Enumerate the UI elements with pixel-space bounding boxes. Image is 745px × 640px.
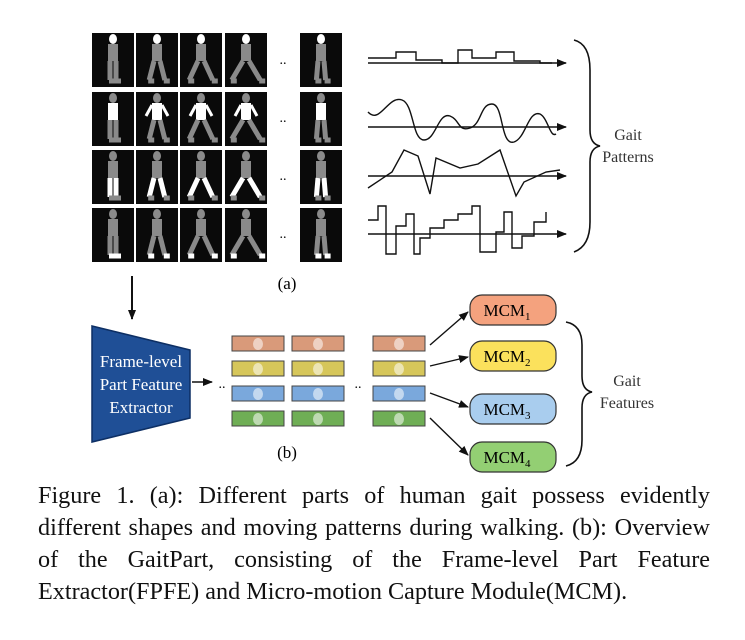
silhouette-frame xyxy=(92,208,134,262)
silhouette-frame xyxy=(136,208,178,262)
pattern-signal-1 xyxy=(368,49,552,64)
mcm-box-4 xyxy=(469,441,557,473)
mcm-subscript-4: 4 xyxy=(525,458,531,470)
silhouette-frame xyxy=(180,208,222,262)
mcm-module-2: MCM2 xyxy=(469,340,557,372)
mcm-label-1: MCM xyxy=(483,301,525,320)
silhouette-frame xyxy=(180,92,222,146)
silhouette-frame xyxy=(225,150,267,204)
part-feature-silhouette xyxy=(253,338,263,350)
part-feature-strips xyxy=(231,335,426,427)
gait-pattern-signals xyxy=(367,49,567,255)
fpfe-line-3: Extractor xyxy=(109,398,173,417)
panel-a-label: (a) xyxy=(278,274,297,293)
part-feature-silhouette xyxy=(394,413,404,425)
svg-text:MCM2: MCM2 xyxy=(483,347,530,369)
pattern-signal-3 xyxy=(367,148,561,198)
mcm-label-4: MCM xyxy=(483,448,525,467)
silhouette-frame xyxy=(300,33,342,87)
part-feature-silhouette xyxy=(394,363,404,375)
svg-text:MCM4: MCM4 xyxy=(483,448,531,470)
part-feature-silhouette xyxy=(253,388,263,400)
silhouette-frame xyxy=(136,33,178,87)
svg-text:MCM3: MCM3 xyxy=(483,400,531,422)
grid-ellipsis-row-3: .. xyxy=(280,169,287,184)
silhouette-frame xyxy=(300,150,342,204)
mcm-box-1 xyxy=(469,294,557,326)
part-feature-silhouette xyxy=(313,413,323,425)
mcm-subscript-3: 3 xyxy=(525,410,531,422)
grid-ellipsis-row-4: .. xyxy=(280,227,287,242)
mcm-label-2: MCM xyxy=(483,347,525,366)
features-label-line2: Features xyxy=(600,395,654,412)
feature-ellipsis-left: .. xyxy=(219,377,226,392)
part-feature-silhouette xyxy=(313,363,323,375)
silhouette-frame xyxy=(136,92,178,146)
part-feature-silhouette xyxy=(253,413,263,425)
arrow-to-mcm-2 xyxy=(429,355,469,367)
fpfe-line-1: Frame-level xyxy=(100,352,182,371)
silhouette-frame xyxy=(300,92,342,146)
gaitpart-figure: .. .. .. .. Gait Patterns (a) Frame-leve… xyxy=(91,33,654,473)
part-feature-silhouette xyxy=(313,388,323,400)
mcm-label-3: MCM xyxy=(483,400,525,419)
fpfe-block xyxy=(91,325,191,443)
part-feature-silhouette xyxy=(394,388,404,400)
silhouette-frame xyxy=(92,33,134,87)
mcm-subscript-1: 1 xyxy=(525,311,531,323)
fpfe-line-2: Part Feature xyxy=(100,375,183,394)
features-label-line1: Gait xyxy=(613,373,641,390)
silhouette-frame xyxy=(92,92,134,146)
patterns-label-line1: Gait xyxy=(614,127,642,144)
arrow-to-mcm-1 xyxy=(429,311,469,346)
feature-ellipsis-middle: .. xyxy=(355,377,362,392)
mcm-box-2 xyxy=(469,340,557,372)
svg-text:MCM1: MCM1 xyxy=(483,301,530,323)
arrow-to-mcm-4 xyxy=(429,417,469,456)
silhouette-frame xyxy=(180,33,222,87)
patterns-label-line2: Patterns xyxy=(602,149,654,166)
mcm-module-3: MCM3 xyxy=(469,393,557,425)
silhouette-frame xyxy=(300,208,342,262)
patterns-brace xyxy=(573,39,601,253)
grid-ellipsis-row-2: .. xyxy=(280,111,287,126)
panel-b-label: (b) xyxy=(277,443,297,462)
part-feature-silhouette xyxy=(313,338,323,350)
mcm-module-4: MCM4 xyxy=(469,441,557,473)
features-brace xyxy=(565,321,593,467)
silhouette-frame xyxy=(136,150,178,204)
silhouette-frame xyxy=(225,208,267,262)
mcm-subscript-2: 2 xyxy=(525,357,531,369)
mcm-module-1: MCM1 xyxy=(469,294,557,326)
pattern-signal-4 xyxy=(368,205,547,255)
silhouette-frame xyxy=(225,33,267,87)
figure-caption: Figure 1. (a): Different parts of human … xyxy=(38,482,710,605)
silhouette-grid xyxy=(92,33,342,262)
mcm-box-3 xyxy=(469,393,557,425)
pattern-signal-2 xyxy=(367,98,557,143)
arrow-to-mcm-3 xyxy=(429,392,469,408)
part-feature-silhouette xyxy=(253,363,263,375)
grid-ellipsis-row-1: .. xyxy=(280,53,287,68)
silhouette-frame xyxy=(92,150,134,204)
part-feature-silhouette xyxy=(394,338,404,350)
silhouette-frame xyxy=(180,150,222,204)
silhouette-frame xyxy=(225,92,267,146)
